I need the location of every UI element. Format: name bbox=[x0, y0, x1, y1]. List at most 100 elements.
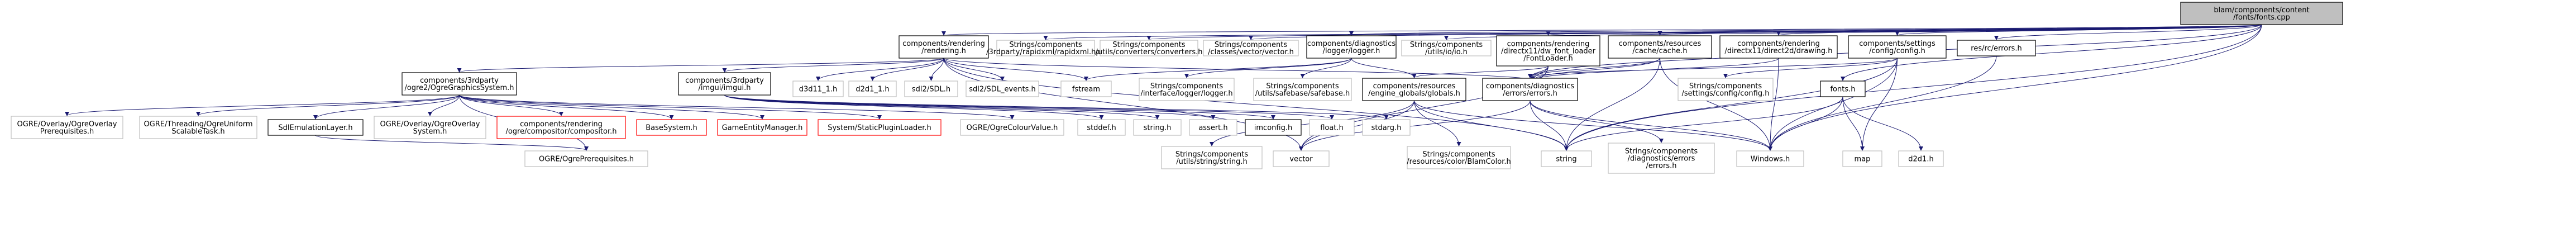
node-sdl: sdl2/SDL.h bbox=[904, 80, 958, 97]
node-label-line: stdarg.h bbox=[1371, 124, 1402, 132]
node-label-line: OGRE/Threading/OgreUniform bbox=[144, 120, 252, 129]
node-label-line: /utils/io/io.h bbox=[1425, 48, 1468, 56]
node-label-line: components/diagnostics bbox=[1307, 40, 1396, 48]
node-imgui[interactable]: components/3rdparty/imgui/imgui.h bbox=[678, 72, 771, 96]
node-label-line: Windows.h bbox=[1751, 155, 1790, 164]
edge-globals-to-vector bbox=[1299, 100, 1414, 151]
node-fonts_h[interactable]: fonts.h bbox=[1820, 80, 1866, 97]
node-cache[interactable]: components/resources/cache/cache.h bbox=[1608, 35, 1712, 59]
edge-root-to-fonts_h bbox=[1841, 24, 2262, 81]
node-label-line: map bbox=[1855, 155, 1871, 164]
node-vector_cls: Strings/components/classes/vector/vector… bbox=[1203, 40, 1299, 56]
edge-fontloader-to-errors bbox=[1528, 65, 1549, 78]
node-box bbox=[1898, 150, 1944, 167]
node-box bbox=[717, 119, 807, 136]
node-d2drawing[interactable]: components/rendering/directx11/direct2d/… bbox=[1719, 35, 1838, 59]
node-ogreprereqs: OGRE/OgrePrerequisites.h bbox=[524, 150, 648, 167]
node-gem[interactable]: GameEntityManager.h bbox=[717, 119, 807, 136]
node-errors[interactable]: components/diagnostics/errors/errors.h bbox=[1482, 78, 1578, 101]
node-box bbox=[1677, 78, 1774, 101]
node-box bbox=[267, 119, 364, 136]
edge-fonts_h-to-windows bbox=[1768, 96, 1843, 151]
node-stdarg: stdarg.h bbox=[1362, 119, 1411, 136]
node-box bbox=[996, 40, 1095, 56]
node-box bbox=[1273, 150, 1330, 167]
node-imconfig[interactable]: imconfig.h bbox=[1245, 119, 1302, 136]
node-label-line: /ogre2/OgreGraphicsSystem.h bbox=[404, 84, 514, 92]
edge-imgui-to-float_h bbox=[724, 94, 1334, 120]
node-box bbox=[1848, 35, 1947, 59]
node-box bbox=[1407, 146, 1511, 169]
node-label-line: /resources/color/BlamColor.h bbox=[1407, 158, 1511, 166]
edge-ogre2gs-to-sdlemu bbox=[313, 94, 460, 120]
edge-root-to-string bbox=[1564, 24, 2262, 151]
node-sdlevents: sdl2/SDL_events.h bbox=[966, 80, 1039, 97]
edge-rescerrors-to-windows bbox=[1768, 55, 1997, 151]
edge-cache-to-errors bbox=[1528, 58, 1660, 78]
node-label-line: sdl2/SDL.h bbox=[912, 86, 950, 94]
node-label-line: System/StaticPluginLoader.h bbox=[828, 124, 931, 132]
node-label-line: vector bbox=[1289, 155, 1313, 164]
node-box bbox=[960, 119, 1064, 136]
node-box bbox=[1100, 40, 1198, 56]
node-label-line: /errors/errors.h bbox=[1503, 89, 1557, 98]
node-config[interactable]: components/settings/config/config.h bbox=[1848, 35, 1947, 59]
node-d2d1: d2d1_1.h bbox=[848, 80, 897, 97]
node-box bbox=[1736, 150, 1804, 167]
edge-ogre2gs-to-ogre_prereq bbox=[65, 94, 460, 116]
node-label-line: OGRE/OgrePrerequisites.h bbox=[539, 155, 634, 164]
node-basesystem[interactable]: BaseSystem.h bbox=[636, 119, 707, 136]
node-box bbox=[524, 150, 648, 167]
edge-root-to-rendering bbox=[942, 24, 2262, 36]
node-box bbox=[899, 35, 989, 59]
edge-cache-to-dwrite bbox=[1531, 58, 1660, 81]
node-ogre2gs[interactable]: components/3rdparty/ogre2/OgreGraphicsSy… bbox=[402, 72, 517, 96]
node-root[interactable]: blam/components/content/fonts/fonts.cpp bbox=[2180, 2, 2343, 25]
node-label-line: /logger/logger.h bbox=[1323, 47, 1380, 55]
node-sdlemu[interactable]: SdlEmulationLayer.h bbox=[267, 119, 364, 136]
node-label-line: Strings/components bbox=[1266, 82, 1339, 91]
node-staticplugin[interactable]: System/StaticPluginLoader.h bbox=[818, 119, 941, 136]
node-rendering[interactable]: components/rendering/rendering.h bbox=[899, 35, 989, 59]
node-fontloader[interactable]: components/rendering/directx11/dw_font_l… bbox=[1496, 35, 1600, 67]
node-box bbox=[1203, 40, 1299, 56]
node-label-line: /config/config.h bbox=[1869, 47, 1925, 55]
node-box bbox=[848, 80, 897, 97]
node-box bbox=[1719, 35, 1838, 59]
node-logger[interactable]: components/diagnostics/logger/logger.h bbox=[1306, 35, 1397, 59]
node-label-line: imconfig.h bbox=[1254, 124, 1292, 132]
node-windows: Windows.h bbox=[1736, 150, 1804, 167]
node-label-line: Strings/components bbox=[1410, 41, 1483, 49]
node-label-line: Strings/components bbox=[1625, 148, 1698, 156]
node-label-line: /ogre/compositor/compositor.h bbox=[505, 127, 616, 136]
node-box bbox=[792, 80, 844, 97]
node-colourvalue: OGRE/OgreColourValue.h bbox=[960, 119, 1064, 136]
node-rescerrors[interactable]: res/rc/errors.h bbox=[1957, 40, 2036, 56]
node-box bbox=[1608, 35, 1712, 59]
node-label-line: /3rdparty/rapidxml/rapidxml.hpp bbox=[986, 48, 1105, 56]
node-label-line: /FontLoader.h bbox=[1523, 55, 1573, 63]
node-label-line: components/rendering bbox=[902, 40, 985, 48]
node-box bbox=[636, 119, 707, 136]
edge-ogre2gs-to-colourvalue bbox=[459, 94, 1015, 120]
node-label-line: Strings/components bbox=[1689, 82, 1762, 91]
node-box bbox=[1306, 35, 1397, 59]
node-label-line: System.h bbox=[413, 127, 447, 136]
node-box bbox=[1161, 146, 1263, 169]
edge-fonts_h-to-d2d1b bbox=[1842, 96, 1923, 151]
node-d3d11: d3d11_1.h bbox=[792, 80, 844, 97]
node-label-line: /interface/logger/logger.h bbox=[1140, 89, 1232, 98]
edge-rendering-to-imgui bbox=[722, 58, 944, 73]
edge-rendering-to-d3d11 bbox=[816, 58, 944, 81]
node-box bbox=[1401, 40, 1492, 56]
node-label-line: GameEntityManager.h bbox=[722, 124, 803, 132]
node-compositor[interactable]: components/rendering/ogre/compositor/com… bbox=[496, 116, 626, 139]
node-label-line: sdl2/SDL_events.h bbox=[969, 86, 1035, 94]
node-label-line: OGRE/Overlay/OgreOverlay bbox=[17, 120, 117, 129]
edge-imgui-to-stdarg bbox=[724, 94, 1389, 120]
node-label-line: SdlEmulationLayer.h bbox=[278, 124, 352, 132]
node-globals[interactable]: components/resources/engine_globals/glob… bbox=[1362, 78, 1466, 101]
node-label-line: components/rendering bbox=[1737, 40, 1820, 48]
node-istring: Strings/components/utils/string/string.h bbox=[1161, 146, 1263, 169]
